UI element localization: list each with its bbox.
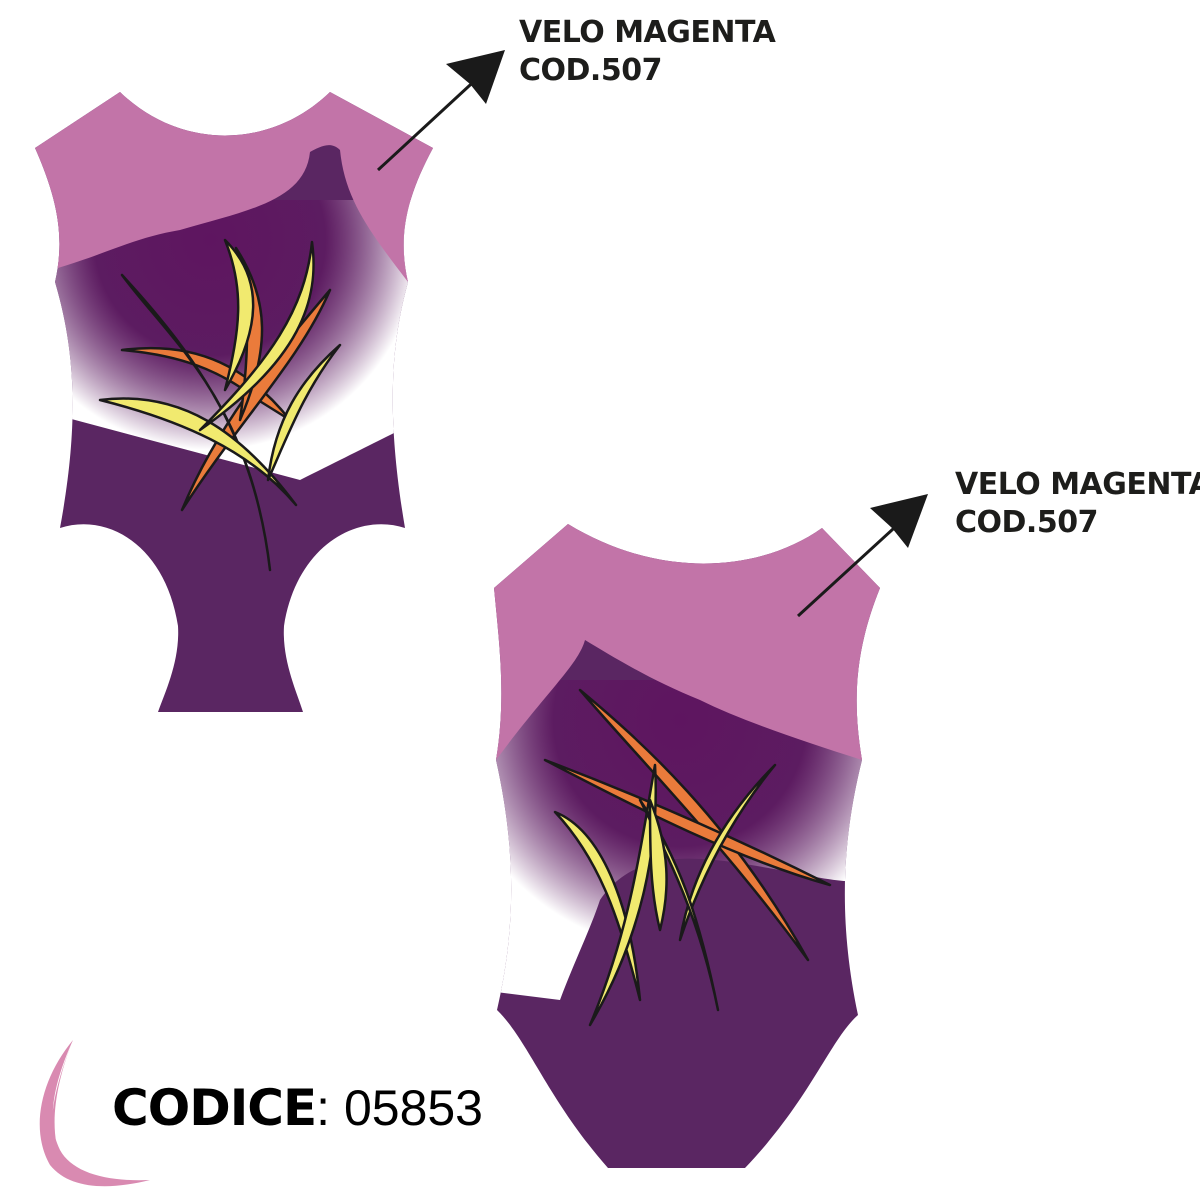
- front-flame-yellow-3: [198, 240, 315, 432]
- arrow-1-head: [446, 50, 505, 104]
- back-flame-yellow-1: [553, 810, 642, 1002]
- front-flame-yellow-4: [223, 238, 255, 392]
- front-yoke-pink: [35, 92, 433, 300]
- fabric-label-front: VELO MAGENTA COD.507: [519, 14, 776, 90]
- back-yoke-pink: [494, 524, 880, 760]
- back-flame-orange-1: [578, 688, 810, 962]
- back-flame-yellow-4: [638, 798, 720, 1012]
- back-flame-yellow-5: [648, 798, 668, 932]
- fabric-label-back: VELO MAGENTA COD.507: [955, 466, 1200, 542]
- fabric-name: VELO MAGENTA: [955, 467, 1200, 502]
- front-flame-motif: [98, 238, 342, 572]
- code-key: CODICE: [112, 1079, 317, 1137]
- pointer-arrow-icon: [376, 50, 928, 618]
- front-flame-yellow-2: [98, 397, 298, 507]
- leotard-front-icon: [35, 92, 433, 712]
- leotard-back-icon: [494, 524, 880, 1168]
- product-code: CODICE: 05853: [112, 1076, 483, 1140]
- code-separator: :: [316, 1080, 344, 1136]
- fabric-code: COD.507: [955, 505, 1098, 540]
- arrow-2-head: [870, 494, 928, 548]
- fabric-name: VELO MAGENTA: [519, 15, 776, 50]
- back-flame-yellow-3: [678, 763, 777, 942]
- code-value: 05853: [343, 1080, 483, 1136]
- front-flame-yellow-5: [266, 343, 342, 482]
- front-flame-yellow-1: [120, 273, 272, 572]
- arrow-2-shaft: [796, 516, 907, 618]
- front-gradient-band: [35, 200, 433, 480]
- arrow-1-shaft: [376, 72, 484, 172]
- back-flame-motif: [543, 688, 832, 1027]
- fabric-code: COD.507: [519, 53, 662, 88]
- back-gradient-band: [494, 680, 880, 1000]
- back-flame-orange-2: [543, 758, 832, 887]
